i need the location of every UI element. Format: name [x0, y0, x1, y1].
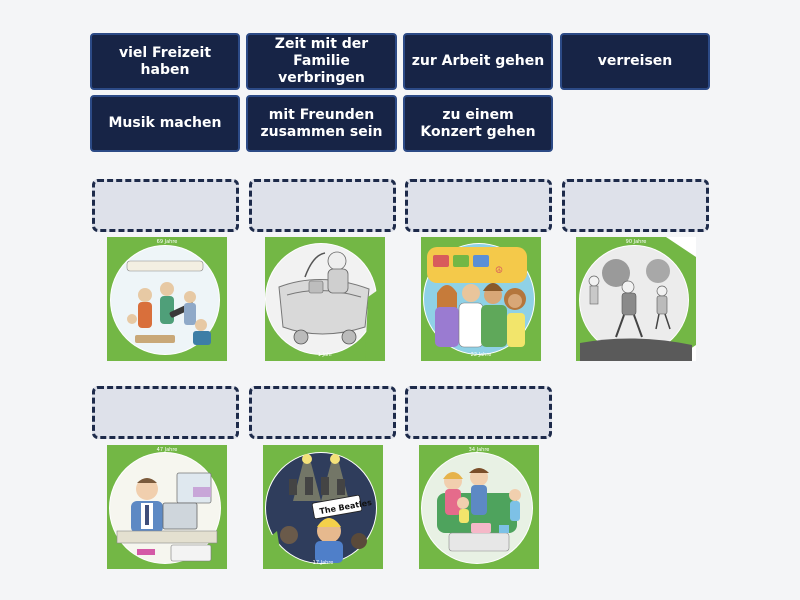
illustration-concert: The Beatles — [263, 452, 377, 569]
tile-musik-machen[interactable]: Musik machen — [90, 95, 240, 152]
age-label: 69 Jahre — [156, 239, 178, 245]
drop-zone-3[interactable] — [405, 179, 552, 232]
card-image-1: 69 Jahre — [107, 237, 227, 361]
age-label: 22 Jahre — [470, 352, 492, 358]
drop-zone-1[interactable] — [92, 179, 239, 232]
drop-zone-7[interactable] — [405, 386, 552, 439]
age-label: 47 Jahre — [156, 447, 178, 453]
tile-verreisen[interactable]: verreisen — [560, 33, 710, 90]
card-image-4: 90 Jahre — [576, 237, 696, 361]
age-label: 1 Jahr — [317, 352, 333, 358]
illustration-friends-bus: ☮ — [423, 243, 535, 355]
tile-viel-freizeit-haben[interactable]: viel Freizeit haben — [90, 33, 240, 90]
tile-zeit-mit-der-familie-verbringen[interactable]: Zeit mit der Familie verbringen — [246, 33, 397, 90]
tile-zur-arbeit-gehen[interactable]: zur Arbeit gehen — [403, 33, 553, 90]
age-label: 34 Jahre — [468, 447, 490, 453]
illustration-travelers-walking — [579, 237, 696, 361]
age-label: 90 Jahre — [625, 239, 647, 245]
card-image-6: The Beatles 17 Jahre — [263, 445, 383, 569]
card-image-5: 47 Jahre — [107, 445, 227, 569]
card-image-2: 1 Jahr — [265, 237, 385, 361]
tile-zu-einem-konzert-gehen[interactable]: zu einem Konzert gehen — [403, 95, 553, 152]
age-label: 17 Jahre — [312, 560, 334, 566]
illustration-music-making — [110, 245, 220, 355]
illustration-baby-in-pram — [265, 243, 385, 361]
illustration-family-birthday — [421, 452, 533, 564]
drop-zone-6[interactable] — [249, 386, 396, 439]
svg-text:☮: ☮ — [495, 266, 503, 276]
illustration-office-work — [109, 452, 221, 564]
tile-mit-freunden-zusammen-sein[interactable]: mit Freunden zusammen sein — [246, 95, 397, 152]
drop-zone-2[interactable] — [249, 179, 396, 232]
drop-zone-4[interactable] — [562, 179, 709, 232]
card-image-7: 34 Jahre — [419, 445, 539, 569]
drop-zone-5[interactable] — [92, 386, 239, 439]
card-image-3: ☮ 22 Jahre — [421, 237, 541, 361]
